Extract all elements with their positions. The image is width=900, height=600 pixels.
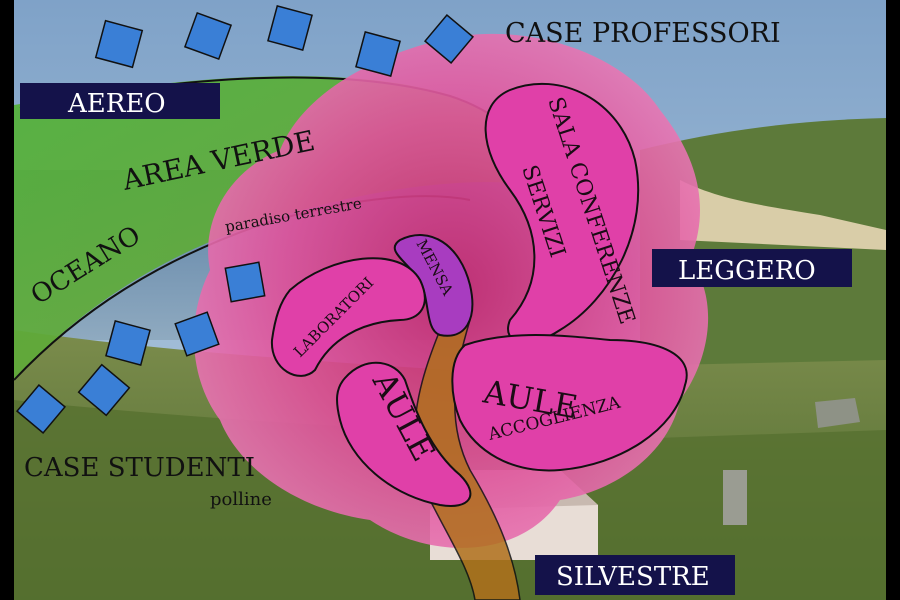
zone-petals	[270, 82, 688, 507]
house-diamond	[77, 363, 131, 417]
case-studenti-label: CASE STUDENTI	[24, 453, 255, 483]
silvestre-label: SILVESTRE	[556, 562, 710, 592]
house-diamond	[105, 320, 151, 366]
house-diamond	[423, 13, 475, 65]
house-diamond	[267, 5, 313, 51]
leggero-label: LEGGERO	[678, 256, 816, 286]
petal-laboratori	[270, 257, 426, 377]
polline-label: polline	[210, 489, 272, 510]
case-professori-label: CASE PROFESSORI	[505, 18, 781, 49]
house-diamond	[224, 261, 266, 303]
aereo-box: AEREO	[20, 83, 220, 119]
leggero-box: LEGGERO	[652, 249, 852, 287]
silvestre-box: SILVESTRE	[535, 555, 735, 595]
house-diamond	[15, 383, 67, 435]
petal-aule-accoglienza	[451, 334, 688, 472]
house-diamond	[355, 31, 401, 77]
petal-aule	[336, 361, 472, 507]
aereo-label: AEREO	[67, 89, 166, 119]
house-diamond	[94, 19, 144, 69]
house-diamond	[183, 11, 233, 61]
case-diamonds	[15, 5, 475, 435]
house-diamond	[174, 311, 220, 357]
